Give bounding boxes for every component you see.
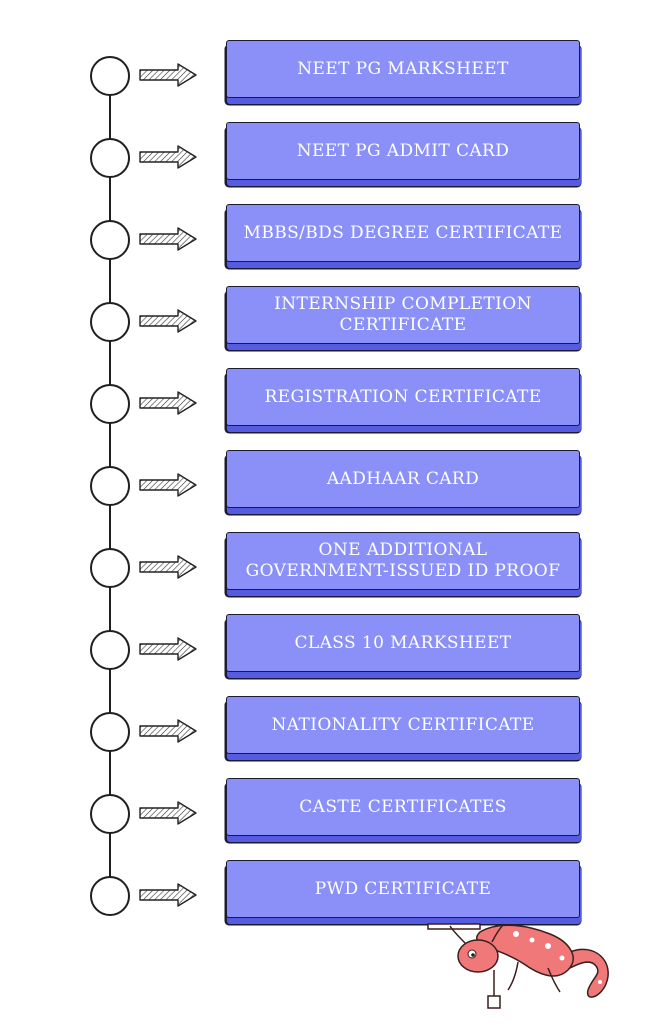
circle-node	[90, 548, 130, 588]
document-row-8: CLASS 10 MARKSHEET	[0, 614, 672, 684]
document-row-7: ONE ADDITIONAL GOVERNMENT-ISSUED ID PROO…	[0, 532, 672, 602]
document-box: INTERNSHIP COMPLETION CERTIFICATE	[226, 286, 580, 344]
hatched-arrow-icon	[139, 63, 197, 87]
hatched-arrow-icon	[139, 473, 197, 497]
circle-node	[90, 56, 130, 96]
document-label: NEET PG MARKSHEET	[297, 58, 509, 79]
document-label: AADHAAR CARD	[326, 468, 480, 489]
hatched-arrow-icon	[139, 391, 197, 415]
document-row-4: INTERNSHIP COMPLETION CERTIFICATE	[0, 286, 672, 356]
document-box: NATIONALITY CERTIFICATE	[226, 696, 580, 754]
hatched-arrow-icon	[139, 801, 197, 825]
circle-node	[90, 384, 130, 424]
document-box: REGISTRATION CERTIFICATE	[226, 368, 580, 426]
document-label: CLASS 10 MARKSHEET	[294, 632, 512, 653]
document-box: MBBS/BDS DEGREE CERTIFICATE	[226, 204, 580, 262]
hatched-arrow-icon	[139, 309, 197, 333]
document-label: REGISTRATION CERTIFICATE	[264, 386, 542, 407]
circle-node	[90, 302, 130, 342]
document-box: ONE ADDITIONAL GOVERNMENT-ISSUED ID PROO…	[226, 532, 580, 590]
hatched-arrow-icon	[139, 883, 197, 907]
document-row-9: NATIONALITY CERTIFICATE	[0, 696, 672, 766]
document-label: INTERNSHIP COMPLETION CERTIFICATE	[274, 294, 532, 335]
document-box: AADHAAR CARD	[226, 450, 580, 508]
document-row-2: NEET PG ADMIT CARD	[0, 122, 672, 192]
hatched-arrow-icon	[139, 145, 197, 169]
circle-node	[90, 466, 130, 506]
document-label: NEET PG ADMIT CARD	[296, 140, 510, 161]
document-label: CASTE CERTIFICATES	[299, 796, 507, 817]
document-label: NATIONALITY CERTIFICATE	[271, 714, 535, 735]
hatched-arrow-icon	[139, 637, 197, 661]
circle-node	[90, 876, 130, 916]
document-label: MBBS/BDS DEGREE CERTIFICATE	[243, 222, 563, 243]
document-row-1: NEET PG MARKSHEET	[0, 40, 672, 110]
document-row-6: AADHAAR CARD	[0, 450, 672, 520]
document-row-10: CASTE CERTIFICATES	[0, 778, 672, 848]
hatched-arrow-icon	[139, 719, 197, 743]
document-box: CASTE CERTIFICATES	[226, 778, 580, 836]
salamander-mascot-icon	[427, 923, 609, 1009]
document-label: ONE ADDITIONAL GOVERNMENT-ISSUED ID PROO…	[245, 540, 561, 581]
document-row-11: PWD CERTIFICATE	[0, 860, 672, 930]
circle-node	[90, 630, 130, 670]
circle-node	[90, 138, 130, 178]
document-row-3: MBBS/BDS DEGREE CERTIFICATE	[0, 204, 672, 274]
circle-node	[90, 794, 130, 834]
circle-node	[90, 220, 130, 260]
document-box: PWD CERTIFICATE	[226, 860, 580, 918]
document-row-5: REGISTRATION CERTIFICATE	[0, 368, 672, 438]
document-label: PWD CERTIFICATE	[314, 878, 492, 899]
hatched-arrow-icon	[139, 555, 197, 579]
hatched-arrow-icon	[139, 227, 197, 251]
document-box: CLASS 10 MARKSHEET	[226, 614, 580, 672]
document-box: NEET PG ADMIT CARD	[226, 122, 580, 180]
document-box: NEET PG MARKSHEET	[226, 40, 580, 98]
circle-node	[90, 712, 130, 752]
